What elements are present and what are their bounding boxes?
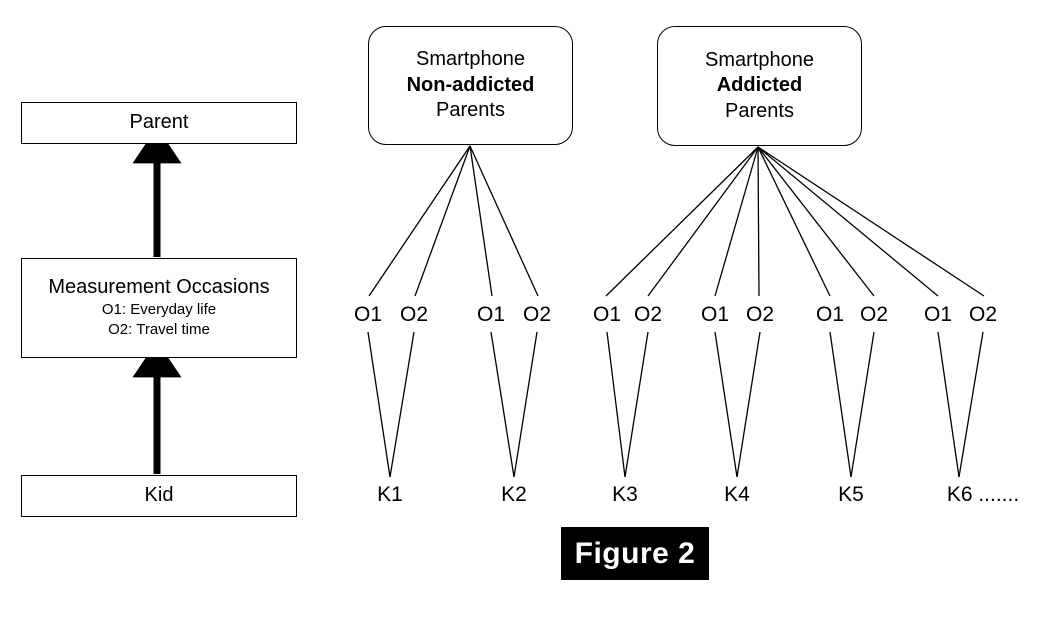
- legend-measurement-occasion-2: O2: Travel time: [108, 320, 210, 338]
- legend-box-kid: Kid: [21, 475, 297, 517]
- legend-box-parent: Parent: [21, 102, 297, 144]
- group-non-addicted-line-2: Non-addicted: [406, 73, 535, 96]
- group-non-addicted-line-3: Parents: [436, 99, 505, 122]
- group-box-non-addicted-parents: Smartphone Non-addicted Parents: [368, 26, 573, 145]
- legend-box-measurement-occasions: Measurement Occasions O1: Everyday life …: [21, 258, 297, 358]
- legend-measurement-title: Measurement Occasions: [48, 276, 270, 299]
- occasion-label-3: O1: [476, 303, 506, 326]
- legend-parent-title: Parent: [129, 111, 189, 134]
- occasion-label-7: O1: [700, 303, 730, 326]
- group-addicted-line-1: Smartphone: [705, 48, 814, 71]
- links-nonaddicted-to-occasions: [368, 145, 539, 297]
- occasion-label-4: O2: [522, 303, 552, 326]
- occasion-label-6: O2: [633, 303, 663, 326]
- links-addicted-to-occasions: [605, 146, 985, 297]
- occasion-label-11: O1: [923, 303, 953, 326]
- kid-label-1: K1: [377, 483, 403, 506]
- legend-kid-title: Kid: [144, 484, 174, 507]
- occasion-label-12: O2: [968, 303, 998, 326]
- links-occasions-to-kids: [367, 331, 984, 478]
- occasion-label-8: O2: [745, 303, 775, 326]
- legend-measurement-occasion-1: O1: Everyday life: [101, 301, 217, 318]
- kid-label-2: K2: [501, 483, 527, 506]
- group-non-addicted-line-1: Smartphone: [416, 48, 525, 71]
- kid-label-4: K4: [724, 483, 750, 506]
- kid-label-5: K5: [838, 483, 864, 506]
- occasion-label-10: O2: [859, 303, 889, 326]
- group-addicted-line-3: Parents: [725, 99, 794, 122]
- occasion-label-2: O2: [399, 303, 429, 326]
- group-box-addicted-parents: Smartphone Addicted Parents: [657, 26, 862, 146]
- kid-label-6: K6 .......: [946, 483, 1020, 506]
- occasion-label-5: O1: [592, 303, 622, 326]
- figure-caption: Figure 2: [561, 527, 709, 580]
- occasion-label-9: O1: [815, 303, 845, 326]
- group-addicted-line-2: Addicted: [716, 74, 803, 97]
- occasion-label-1: O1: [353, 303, 383, 326]
- kid-label-3: K3: [612, 483, 638, 506]
